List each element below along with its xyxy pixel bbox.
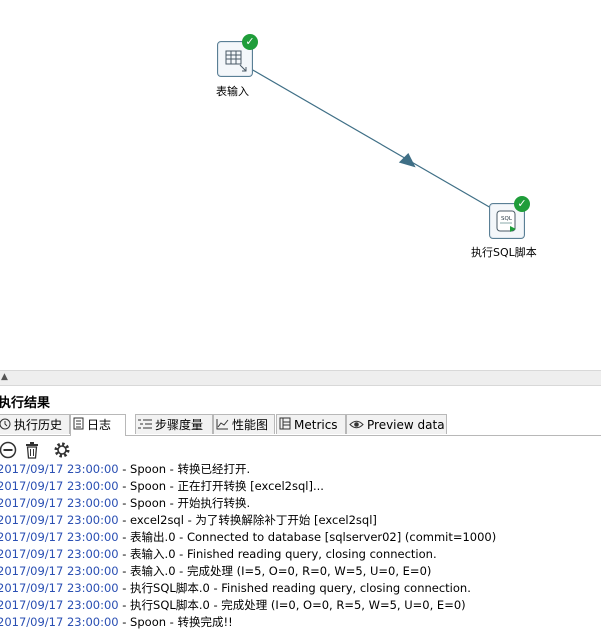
results-tab-bar: 执行历史 日志 步骤度量 性能图 Metrics Preview data: [0, 414, 601, 436]
history-icon: [0, 416, 11, 436]
log-line: 2017/09/17 23:00:00 - excel2sql - 为了转换解除…: [0, 513, 377, 527]
sql-script-icon: SQL: [496, 210, 516, 232]
tab-preview-data[interactable]: Preview data: [346, 414, 447, 434]
log-line: 2017/09/17 23:00:00 - Spoon - 转换已经打开.: [0, 462, 251, 476]
log-line: 2017/09/17 23:00:00 - Spoon - 正在打开转换 [ex…: [0, 479, 324, 493]
log-toolbar: [0, 439, 601, 461]
panel-title: 执行结果: [0, 396, 51, 411]
panel-splitter[interactable]: ▲: [0, 370, 601, 386]
log-line: 2017/09/17 23:00:00 - Spoon - 开始执行转换.: [0, 496, 251, 510]
svg-text:SQL: SQL: [501, 216, 513, 222]
log-line: 2017/09/17 23:00:00 - 表输入.0 - Finished r…: [0, 547, 437, 561]
tab-step-metrics[interactable]: 步骤度量: [135, 414, 213, 434]
step-label: 表输入: [216, 85, 249, 98]
log-output[interactable]: 2017/09/17 23:00:00 - Spoon - 转换已经打开. 20…: [0, 461, 496, 631]
log-line: 2017/09/17 23:00:00 - 执行SQL脚本.0 - Finish…: [0, 581, 471, 595]
stop-icon[interactable]: [0, 441, 17, 459]
eye-icon: [349, 416, 364, 436]
hop-arrow[interactable]: [0, 0, 601, 370]
table-input-icon: [225, 50, 247, 72]
success-check-icon: ✓: [514, 196, 530, 212]
tab-performance-chart[interactable]: 性能图: [213, 414, 275, 434]
log-line: 2017/09/17 23:00:00 - 表输出.0 - Connected …: [0, 530, 497, 544]
log-icon: [73, 416, 84, 436]
tab-metrics[interactable]: Metrics: [276, 414, 346, 434]
tab-log[interactable]: 日志: [70, 414, 126, 436]
log-line: 2017/09/17 23:00:00 - 执行SQL脚本.0 - 完成处理 (…: [0, 598, 466, 612]
step-label: 执行SQL脚本: [471, 246, 537, 259]
tab-execution-history[interactable]: 执行历史: [0, 414, 70, 434]
chevron-up-icon[interactable]: ▲: [1, 372, 8, 382]
log-line: 2017/09/17 23:00:00 - Spoon - 转换完成!!: [0, 615, 233, 629]
metrics-icon: [279, 416, 291, 436]
gear-icon[interactable]: [53, 441, 71, 459]
log-line: 2017/09/17 23:00:00 - 表输入.0 - 完成处理 (I=5,…: [0, 564, 432, 578]
transformation-canvas[interactable]: ✓ 表输入 SQL ✓ 执行SQL脚本: [0, 0, 601, 370]
trash-icon[interactable]: [23, 441, 41, 459]
success-check-icon: ✓: [242, 34, 258, 50]
step-metrics-icon: [138, 416, 152, 436]
performance-chart-icon: [216, 416, 229, 436]
